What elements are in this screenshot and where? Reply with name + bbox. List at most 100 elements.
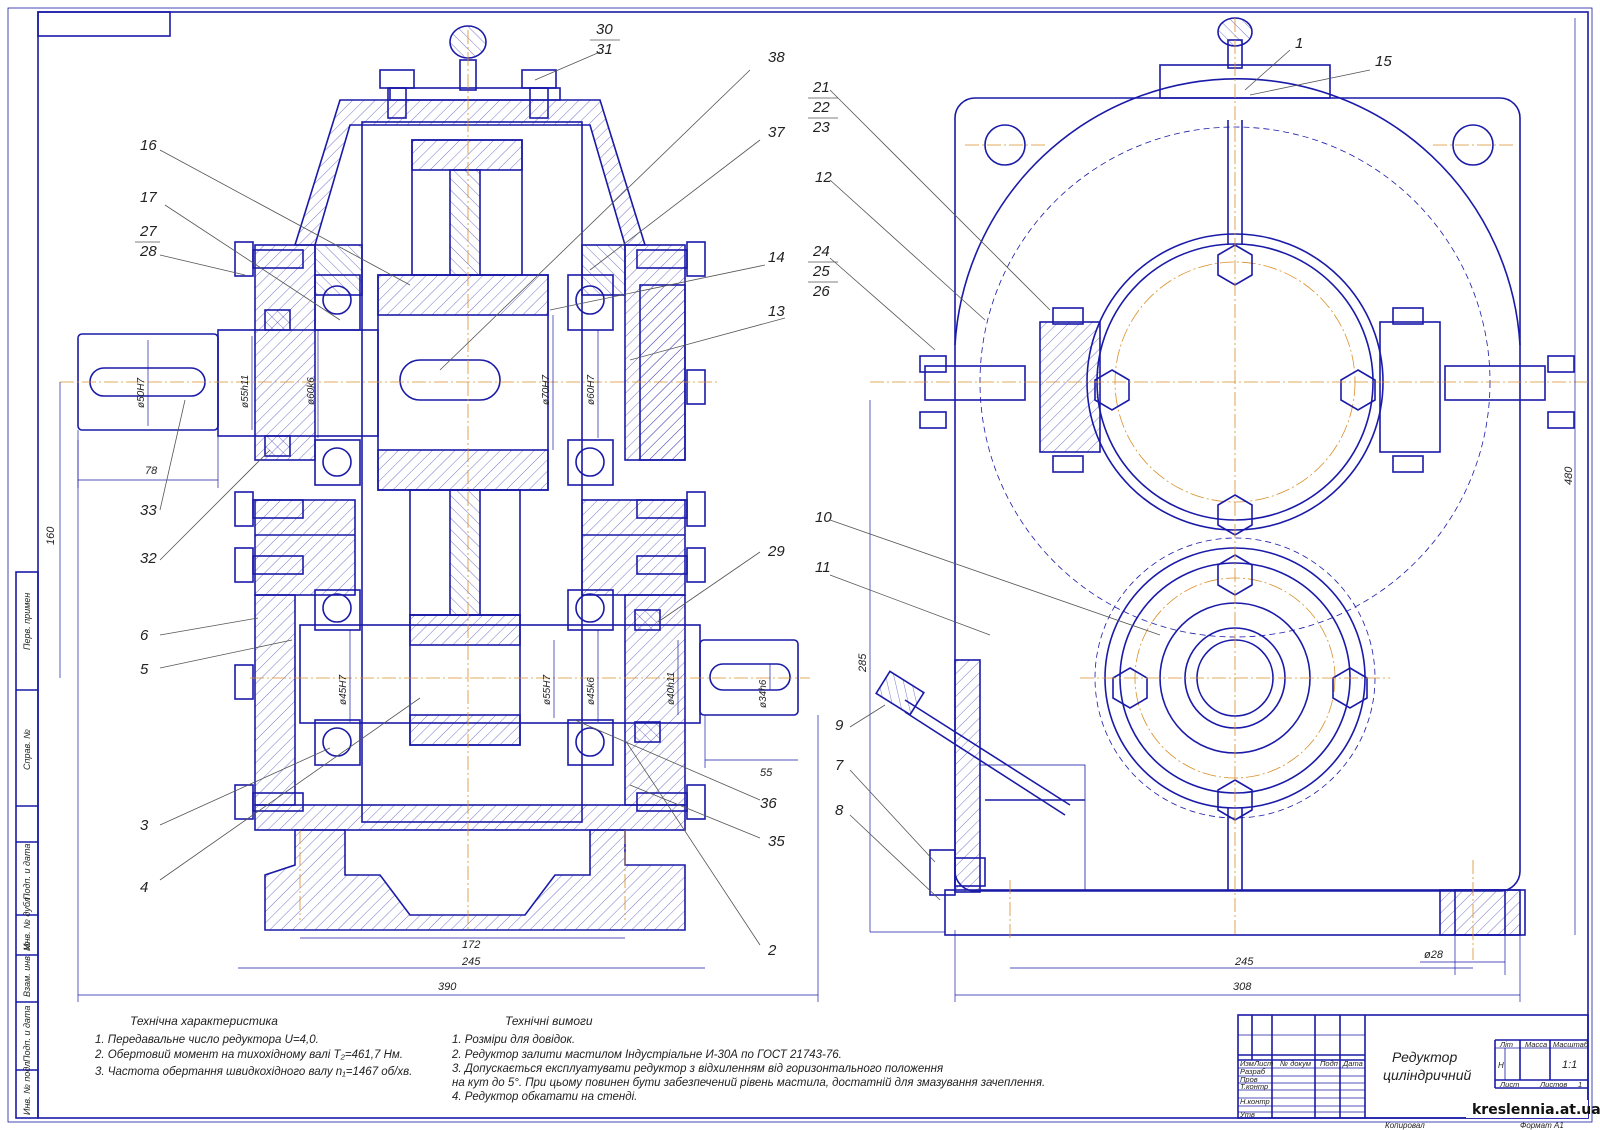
part-2: 2 — [767, 942, 777, 959]
part-30: 30 — [596, 21, 613, 38]
title-block: Изм Лист № докум Подп Дата Разраб Пров Т… — [1237, 1014, 1589, 1130]
part-22: 22 — [812, 99, 830, 116]
stamp-vzam: Взам. инв. № — [22, 941, 32, 997]
dim-308: 308 — [1233, 981, 1252, 993]
tech-req-line-3: 3. Допускається експлуатувати редуктор з… — [452, 1063, 943, 1075]
part-23: 23 — [812, 119, 830, 136]
fit-45H7: ø45H7 — [338, 675, 349, 705]
part-9: 9 — [835, 717, 844, 734]
part-3: 3 — [140, 817, 149, 834]
fit-45k6: ø45k6 — [586, 677, 597, 705]
tb-row-razrab: Разраб — [1240, 1067, 1266, 1076]
stamp-podp2: Подп. и дата — [22, 1006, 32, 1062]
part-29: 29 — [767, 543, 785, 560]
stamp-podp1: Подп. и дата — [22, 844, 32, 900]
part-32: 32 — [140, 550, 157, 567]
tb-sheets-label: Листов — [1539, 1080, 1567, 1089]
tb-format: Формат А1 — [1520, 1121, 1564, 1130]
tb-row-utv: Утв — [1239, 1110, 1255, 1119]
tb-lit-value: Н — [1498, 1061, 1504, 1070]
fit-55h11: ø55h11 — [240, 375, 251, 408]
part-5: 5 — [140, 661, 149, 678]
dim-78: 78 — [145, 465, 158, 477]
part-13: 13 — [768, 303, 785, 320]
part-11: 11 — [815, 559, 831, 576]
dim-172: 172 — [462, 939, 480, 951]
part-17: 17 — [140, 189, 157, 206]
tb-scale-label: Масштаб — [1553, 1040, 1589, 1049]
part-21: 21 — [812, 79, 830, 96]
tech-req-line-4: на кут до 5°. При цьому повинен бути заб… — [452, 1077, 1045, 1089]
tb-row-tkontr: Т.контр — [1240, 1082, 1268, 1091]
dim-55: 55 — [760, 767, 773, 779]
tech-req-line-2: 2. Редуктор залити мастилом Індустріальн… — [451, 1049, 842, 1061]
part-4: 4 — [140, 879, 148, 896]
fit-40h11: ø40h11 — [666, 672, 677, 705]
part-35: 35 — [768, 833, 785, 850]
dim-28: ø28 — [1424, 949, 1444, 961]
part-8: 8 — [835, 802, 844, 819]
tb-sheets-value: 1 — [1578, 1080, 1582, 1089]
part-16: 16 — [140, 137, 157, 154]
fit-60H7: ø60H7 — [586, 375, 597, 405]
section-view — [60, 25, 810, 931]
tb-scale-value: 1:1 — [1562, 1059, 1577, 1071]
stamp-dubl: Инв. № дубл — [22, 897, 32, 950]
part-24: 24 — [812, 243, 830, 260]
fit-60k6: ø60k6 — [306, 377, 317, 405]
part-15: 15 — [1375, 53, 1392, 70]
bolts-section — [234, 69, 706, 820]
part-14: 14 — [768, 249, 785, 266]
tech-requirements: Технічні вимоги 1. Розміри для довідок. … — [451, 1014, 1045, 1103]
tech-char-heading: Технічна характеристика — [130, 1014, 278, 1028]
tb-col-list: Лист — [1253, 1059, 1273, 1068]
dim-480: 480 — [1563, 466, 1575, 485]
fit-55H7: ø55H7 — [542, 675, 553, 705]
watermark-text: kreslennia.at.ua — [1472, 1102, 1600, 1118]
part-26: 26 — [812, 283, 830, 300]
part-6: 6 — [140, 627, 149, 644]
fit-50H7: ø50H7 — [136, 378, 147, 408]
tb-row-nkontr: Н.контр — [1240, 1097, 1270, 1106]
tech-char-line-1: 1. Передавальне число редуктора U=4,0. — [95, 1034, 319, 1046]
tb-name-line2: циліндричний — [1383, 1067, 1472, 1083]
part-28: 28 — [139, 243, 157, 260]
tech-req-heading: Технічні вимоги — [505, 1014, 593, 1028]
outer-frame — [7, 7, 1593, 1123]
tb-col-izm: Изм — [1240, 1059, 1254, 1068]
part-33: 33 — [140, 502, 157, 519]
part-36: 36 — [760, 795, 777, 812]
part-37: 37 — [768, 124, 785, 141]
side-view — [870, 17, 1590, 960]
dim-390: 390 — [438, 981, 457, 993]
tb-col-doc: № докум — [1280, 1059, 1311, 1068]
dim-245-right: 245 — [1234, 956, 1254, 968]
part-31: 31 — [596, 41, 613, 58]
tb-name-line1: Редуктор — [1392, 1049, 1457, 1065]
tech-char-line-3: 3. Частота обертання швидкохідного валу … — [95, 1066, 412, 1078]
dim-245-left: 245 — [461, 956, 481, 968]
stamp-sprav: Справ. № — [22, 729, 32, 770]
part-1: 1 — [1295, 35, 1303, 52]
part-numbers: 16 17 27 28 30 31 38 37 14 13 33 32 6 5 … — [135, 21, 1392, 959]
tb-row-prov: Пров — [1240, 1075, 1258, 1084]
tb-col-date: Дата — [1342, 1059, 1363, 1068]
tech-req-line-5: 4. Редуктор обкатати на стенді. — [452, 1091, 637, 1103]
top-left-stamp — [37, 11, 171, 37]
dimension-texts: 78 160 172 245 390 55 285 480 245 308 ø2… — [45, 375, 1575, 993]
part-12: 12 — [815, 169, 832, 186]
leader-lines — [159, 49, 1371, 946]
part-27: 27 — [139, 223, 157, 240]
stamp-podl: Инв. № подл — [22, 1062, 32, 1115]
tech-req-line-1: 1. Розміри для довідок. — [452, 1034, 575, 1046]
dim-285: 285 — [857, 653, 869, 673]
tb-col-sign: Подп — [1320, 1059, 1338, 1068]
dim-160: 160 — [45, 526, 57, 545]
side-stamp-column: Перв. примен Справ. № Подп. и дата Инв. … — [15, 571, 39, 1119]
bearings-upper — [314, 274, 614, 486]
tech-char-line-2: 2. Обертовий момент на тихохідному валі … — [94, 1049, 403, 1061]
fit-70H7: ø70H7 — [541, 375, 552, 405]
part-38: 38 — [768, 49, 785, 66]
inner-frame — [37, 11, 1589, 1119]
